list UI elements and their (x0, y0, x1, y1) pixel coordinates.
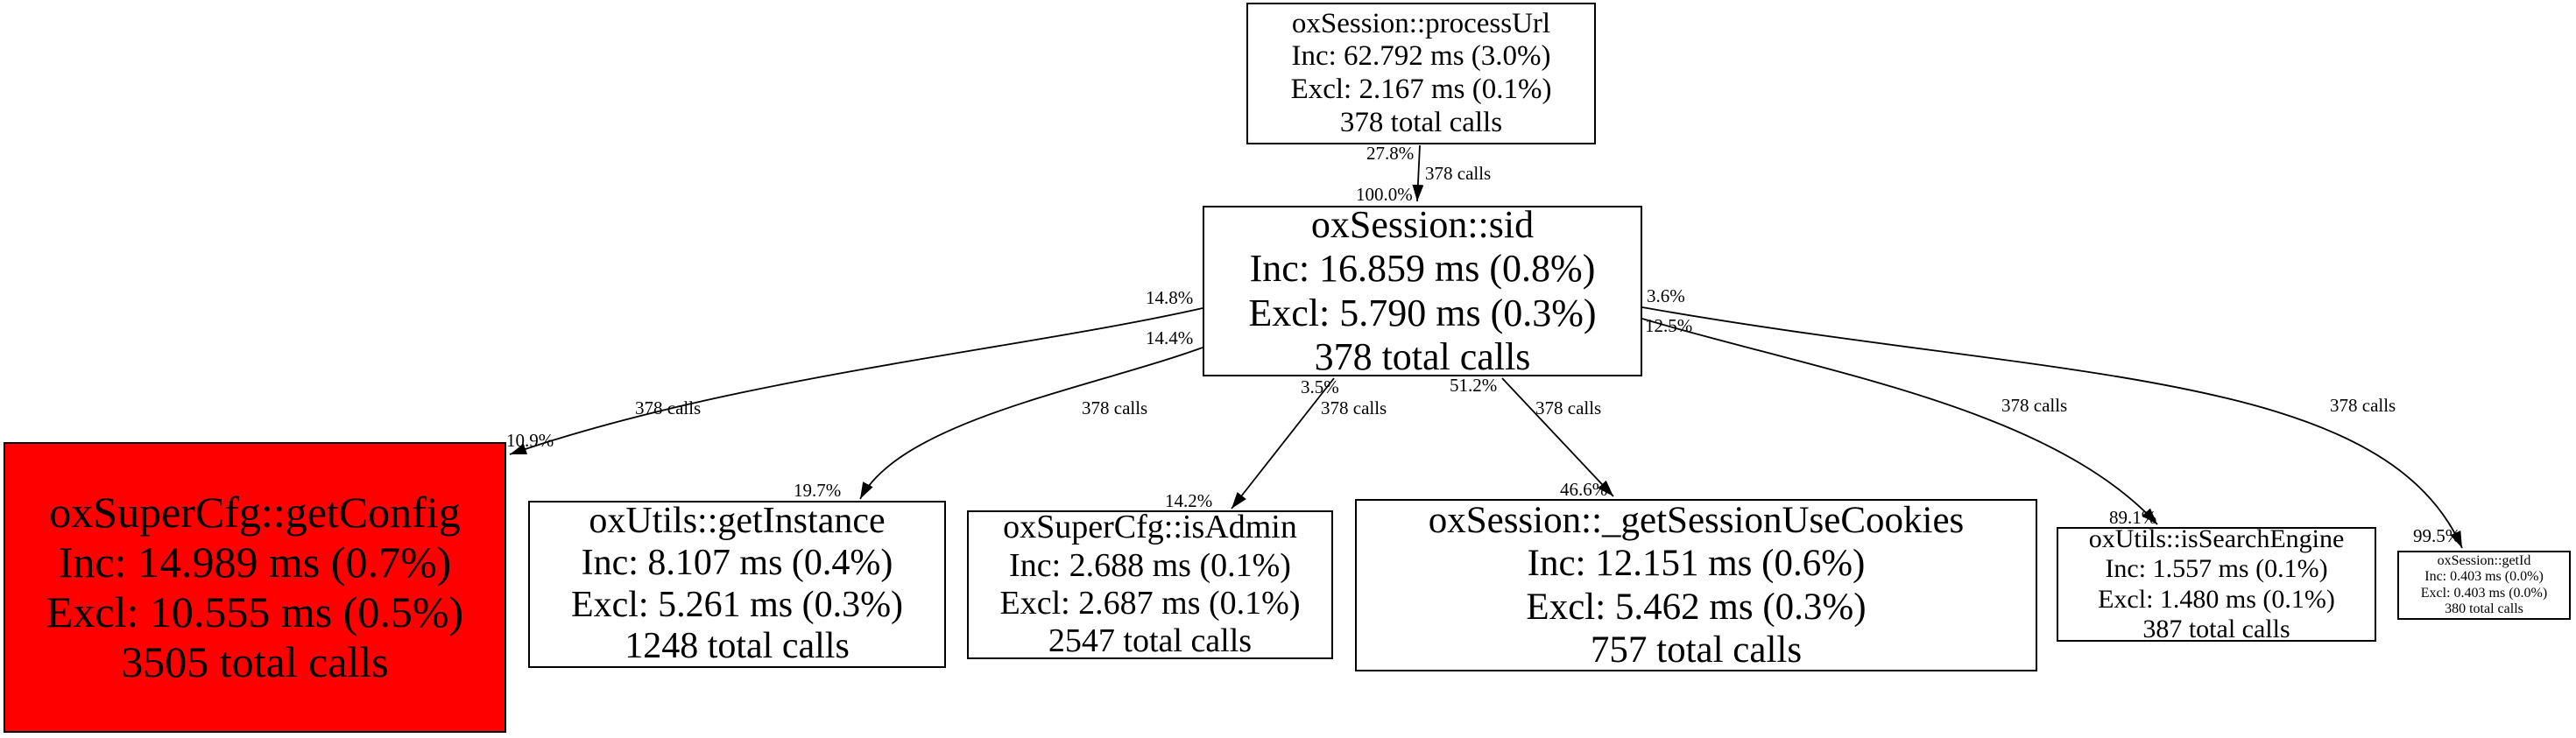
node-title: oxSession::sid (1310, 203, 1535, 247)
edge-head-pct: 10.9% (506, 430, 554, 451)
edge-head-pct: 46.6% (1560, 479, 1608, 500)
node-inclusive-time: Inc: 62.792 ms (3.0%) (1291, 40, 1551, 73)
node-title: oxSession::getId (2437, 553, 2531, 569)
node-oxutils-getinstance[interactable]: oxUtils::getInstance Inc: 8.107 ms (0.4%… (528, 501, 946, 668)
edge-call-count: 378 calls (1321, 397, 1387, 418)
node-oxutils-issearchengine[interactable]: oxUtils::isSearchEngine Inc: 1.557 ms (0… (2057, 524, 2376, 643)
edge-sid-to-getsessionusecookies (1501, 377, 1614, 497)
node-title: oxUtils::getInstance (589, 500, 886, 541)
node-total-calls: 380 total calls (2445, 601, 2523, 616)
edge-head-pct: 99.5% (2413, 525, 2461, 546)
node-inclusive-time: Inc: 2.688 ms (0.1%) (1009, 546, 1291, 584)
node-total-calls: 757 total calls (1590, 629, 1803, 671)
edge-sid-to-isadmin (1231, 377, 1335, 510)
node-exclusive-time: Excl: 5.261 ms (0.3%) (570, 584, 904, 625)
node-oxsession-processurl[interactable]: oxSession::processUrl Inc: 62.792 ms (3.… (1246, 3, 1596, 144)
node-title: oxSession::processUrl (1291, 7, 1551, 39)
node-exclusive-time: Excl: 2.167 ms (0.1%) (1290, 74, 1552, 105)
node-title: oxSession::_getSessionUseCookies (1428, 500, 1965, 542)
edge-call-count: 378 calls (1425, 163, 1492, 184)
node-inclusive-time: Inc: 0.403 ms (0.0%) (2424, 569, 2544, 585)
edge-tail-pct: 12.5% (1645, 315, 1693, 336)
edge-call-count: 378 calls (1535, 397, 1602, 418)
edge-tail-pct: 3.5% (1301, 376, 1339, 397)
edge-call-count: 378 calls (2330, 395, 2396, 416)
edge-head-pct: 14.2% (1165, 490, 1213, 511)
node-inclusive-time: Inc: 1.557 ms (0.1%) (2105, 554, 2328, 584)
node-title: oxUtils::isSearchEngine (2088, 524, 2345, 554)
node-inclusive-time: Inc: 12.151 ms (0.6%) (1527, 543, 1866, 585)
edge-head-pct: 100.0% (1356, 184, 1413, 205)
edge-call-count: 378 calls (635, 397, 702, 418)
node-exclusive-time: Excl: 0.403 ms (0.0%) (2420, 585, 2548, 601)
edge-tail-pct: 14.4% (1146, 327, 1194, 348)
node-exclusive-time: Excl: 1.480 ms (0.1%) (2098, 584, 2335, 614)
edge-head-pct: 89.1% (2109, 507, 2157, 528)
edge-tail-pct: 51.2% (1450, 375, 1498, 396)
node-title: oxSuperCfg::getConfig (49, 488, 461, 537)
node-total-calls: 1248 total calls (625, 626, 850, 667)
node-inclusive-time: Inc: 16.859 ms (0.8%) (1249, 247, 1596, 291)
node-total-calls: 3505 total calls (121, 637, 389, 686)
node-total-calls: 387 total calls (2142, 614, 2290, 643)
node-oxsupercfg-getconfig[interactable]: oxSuperCfg::getConfig Inc: 14.989 ms (0.… (4, 442, 506, 733)
edge-call-count: 378 calls (2001, 395, 2068, 416)
node-total-calls: 378 total calls (1339, 106, 1503, 138)
edge-sid-to-getinstance (859, 347, 1203, 500)
node-inclusive-time: Inc: 8.107 ms (0.4%) (581, 542, 893, 583)
edge-sid-to-issearchengine (1641, 318, 2158, 525)
edge-sid-to-getid (1641, 306, 2463, 549)
node-oxsession-getsessionusecookies[interactable]: oxSession::_getSessionUseCookies Inc: 12… (1355, 499, 2037, 671)
edge-tail-pct: 14.8% (1146, 287, 1194, 308)
node-exclusive-time: Excl: 2.687 ms (0.1%) (999, 585, 1301, 622)
node-exclusive-time: Excl: 5.790 ms (0.3%) (1248, 291, 1597, 334)
edge-sid-to-getconfig (509, 307, 1203, 455)
node-oxsupercfg-isadmin[interactable]: oxSuperCfg::isAdmin Inc: 2.688 ms (0.1%)… (967, 509, 1333, 660)
edge-tail-pct: 3.6% (1647, 285, 1685, 306)
node-total-calls: 2547 total calls (1048, 622, 1253, 660)
edge-tail-pct: 27.8% (1366, 143, 1415, 164)
node-title: oxSuperCfg::isAdmin (1003, 509, 1297, 546)
node-oxsession-sid[interactable]: oxSession::sid Inc: 16.859 ms (0.8%) Exc… (1203, 203, 1642, 378)
edge-head-pct: 19.7% (794, 480, 842, 501)
edge-call-count: 378 calls (1082, 397, 1148, 418)
node-exclusive-time: Excl: 5.462 ms (0.3%) (1526, 586, 1867, 628)
node-inclusive-time: Inc: 14.989 ms (0.7%) (58, 538, 452, 587)
edge-processurl-to-sid (1412, 144, 1424, 202)
node-total-calls: 378 total calls (1314, 334, 1531, 378)
node-exclusive-time: Excl: 10.555 ms (0.5%) (46, 587, 464, 636)
node-oxsession-getid[interactable]: oxSession::getId Inc: 0.403 ms (0.0%) Ex… (2397, 551, 2571, 620)
